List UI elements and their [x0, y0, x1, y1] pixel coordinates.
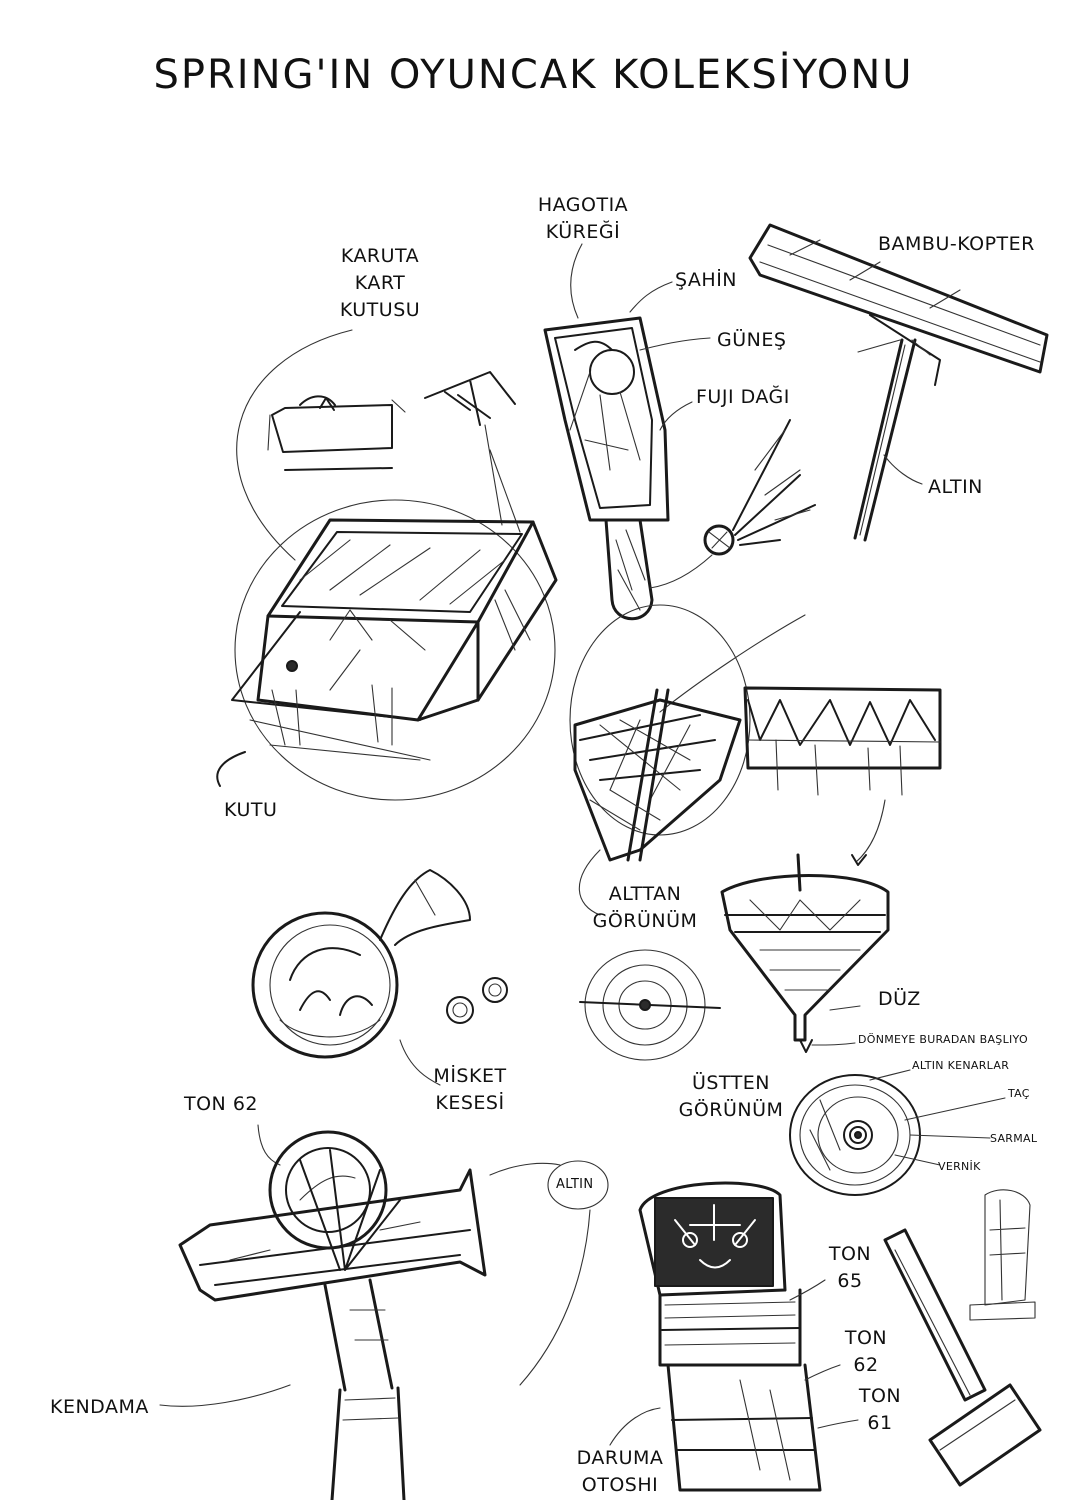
label-ton61: TON 61 — [858, 1385, 902, 1434]
label-ton65: TON 65 — [828, 1243, 872, 1292]
top-band-sketch — [743, 686, 942, 866]
label-karuta-card-box: KARUTA KART KUTUSU — [339, 245, 421, 321]
label-gunes: GÜNEŞ — [717, 329, 787, 351]
label-spin-start: DÖNMEYE BURADAN BAŞLIYO — [858, 1033, 1028, 1046]
label-marble-bag: MİSKET KESESİ — [433, 1065, 507, 1114]
top-view-sketch — [789, 1069, 1006, 1196]
shuttlecock-sketch — [649, 419, 816, 589]
label-kendama: KENDAMA — [50, 1396, 149, 1418]
label-daruma-otoshi: DARUMA OTOSHI — [576, 1447, 664, 1496]
label-sahin: ŞAHİN — [675, 269, 738, 291]
flat-top-sketch — [720, 853, 890, 1053]
bottom-view-sketch — [578, 849, 721, 1061]
label-kutu: KUTU — [224, 799, 278, 821]
label-tac: TAÇ — [1008, 1087, 1030, 1100]
spinning-top-sketch — [569, 604, 806, 862]
label-altin-circle: ALTIN — [556, 1177, 594, 1192]
page-title: SPRING'IN OYUNCAK KOLEKSİYONU — [153, 52, 914, 98]
label-sarmal: SARMAL — [990, 1132, 1038, 1145]
label-bottom-view: ALTTAN GÖRÜNÜM — [592, 883, 698, 932]
label-gold-edges: ALTIN KENARLAR — [912, 1059, 1010, 1072]
label-altin-copter: ALTIN — [928, 476, 983, 498]
hammer-sketch — [883, 1189, 1042, 1487]
karuta-box-sketch — [216, 329, 558, 801]
label-top-view: ÜSTTEN GÖRÜNÜM — [678, 1072, 784, 1121]
label-ton62-right: TON 62 — [844, 1327, 888, 1376]
hagoita-paddle-sketch — [543, 243, 711, 621]
bamboo-copter-sketch — [748, 223, 1049, 542]
label-hagotia-paddle: HAGOTIA KÜREĞİ — [537, 194, 629, 243]
label-vernik: VERNİK — [938, 1160, 981, 1173]
label-fuji: FUJI DAĞI — [696, 386, 790, 408]
label-bamboo-copter: BAMBU-KOPTER — [878, 233, 1035, 255]
marble-bag-sketch — [251, 869, 508, 1086]
label-ton62-left: TON 62 — [184, 1093, 258, 1115]
daruma-otoshi-sketch — [609, 1181, 859, 1492]
kendama-sketch — [159, 1124, 609, 1500]
label-duz: DÜZ — [878, 988, 921, 1010]
